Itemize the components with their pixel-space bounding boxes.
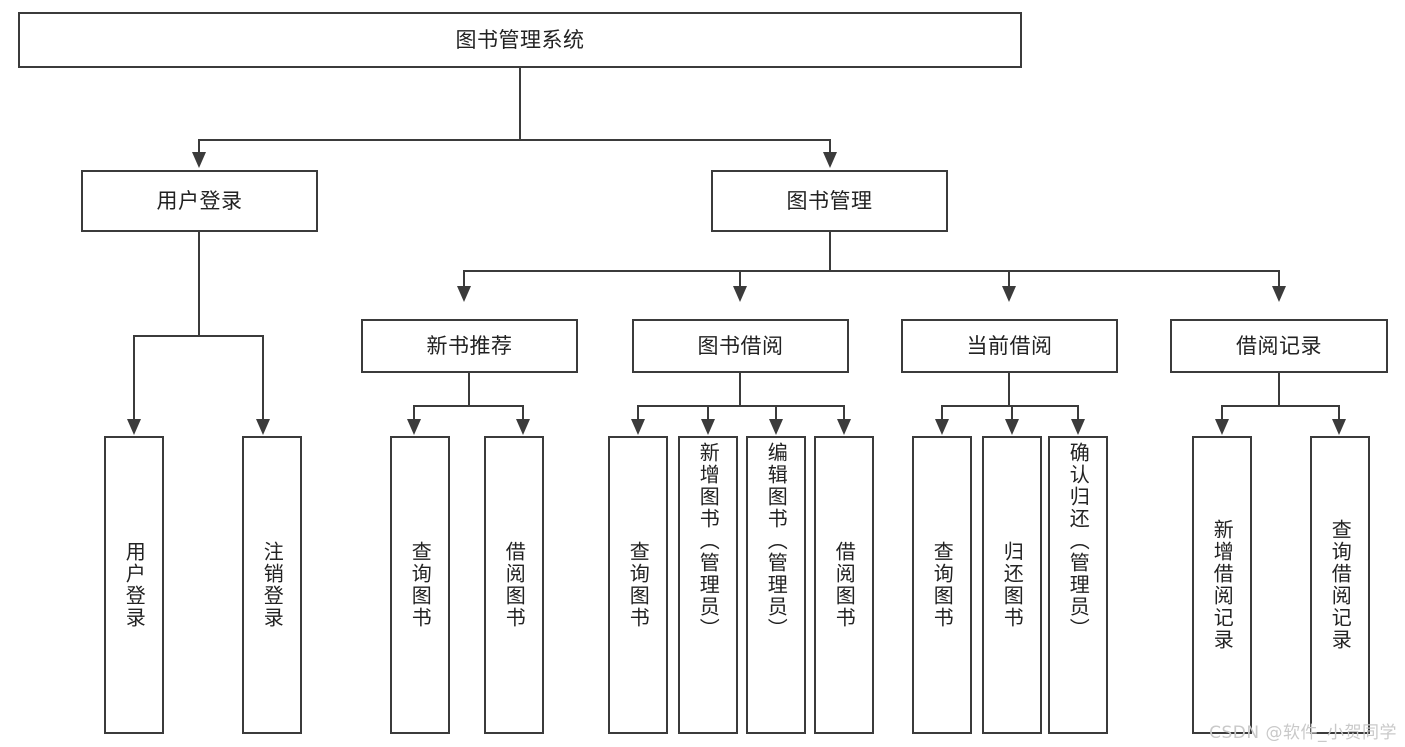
node-book-borrow[interactable]: 图书借阅 [632,319,849,373]
arrow-to-leaf-borrow-book-1 [516,419,530,435]
leaf-query-book-current-label: 查询图书 [930,541,955,629]
connector-borrow-record-stem [1278,373,1280,406]
connector-level2-drop-2 [829,139,831,154]
leaf-return-book[interactable]: 归还图书 [982,436,1042,734]
node-current-borrow-label: 当前借阅 [966,333,1053,358]
connector-book-borrow-drop-2 [707,405,709,421]
leaf-query-book-recommend[interactable]: 查询图书 [390,436,450,734]
node-new-book-recommend-label: 新书推荐 [426,333,513,358]
leaf-edit-book-label: 编辑图书（管理员） [764,442,789,640]
node-book-borrow-label: 图书借阅 [697,333,784,358]
leaf-query-borrow-record-label: 查询借阅记录 [1328,519,1353,651]
connector-root-stem [519,68,521,140]
node-new-book-recommend[interactable]: 新书推荐 [361,319,578,373]
connector-book-borrow-drop-1 [637,405,639,421]
connector-book-borrow-drop-3 [775,405,777,421]
connector-user-login-stem [198,232,200,336]
leaf-user-login-label: 用户登录 [122,541,147,629]
connector-current-borrow-drop-1 [941,405,943,421]
leaf-add-book-label: 新增图书（管理员） [696,442,721,640]
leaf-query-book-borrow-label: 查询图书 [626,541,651,629]
arrow-to-leaf-query-book-1 [407,419,421,435]
leaf-add-borrow-record-label: 新增借阅记录 [1210,519,1235,651]
node-borrow-record-label: 借阅记录 [1236,333,1322,358]
connector-book-manage-stem [829,232,831,272]
arrow-to-leaf-add-record [1215,419,1229,435]
connector-level3-drop-3 [1008,270,1010,288]
leaf-borrow-book-recommend-label: 借阅图书 [502,541,527,629]
connector-new-book-stem [468,373,470,406]
arrow-to-leaf-query-record [1332,419,1346,435]
node-user-login[interactable]: 用户登录 [81,170,318,232]
connector-new-book-drop-2 [522,405,524,421]
arrow-to-borrow-record [1272,286,1286,302]
connector-current-borrow-drop-2 [1011,405,1013,421]
connector-level3-drop-1 [463,270,465,288]
leaf-borrow-book[interactable]: 借阅图书 [814,436,874,734]
connector-current-borrow-drop-3 [1077,405,1079,421]
connector-borrow-record-bus [1221,405,1340,407]
connector-level3-drop-4 [1278,270,1280,288]
leaf-add-borrow-record[interactable]: 新增借阅记录 [1192,436,1252,734]
arrow-to-leaf-borrow-book-2 [837,419,851,435]
leaf-query-book-recommend-label: 查询图书 [408,541,433,629]
arrow-to-leaf-query-book-3 [935,419,949,435]
connector-book-borrow-drop-4 [843,405,845,421]
connector-user-login-drop-1 [133,335,135,421]
leaf-confirm-return-label: 确认归还（管理员） [1066,442,1091,640]
node-book-manage[interactable]: 图书管理 [711,170,948,232]
arrow-to-user-login [192,152,206,168]
leaf-user-login[interactable]: 用户登录 [104,436,164,734]
leaf-edit-book[interactable]: 编辑图书（管理员） [746,436,806,734]
arrow-to-new-book-recommend [457,286,471,302]
leaf-borrow-book-recommend[interactable]: 借阅图书 [484,436,544,734]
arrow-to-leaf-confirm-return [1071,419,1085,435]
arrow-to-leaf-logout [256,419,270,435]
arrow-to-book-manage [823,152,837,168]
connector-level3-drop-2 [739,270,741,288]
arrow-to-leaf-user-login [127,419,141,435]
leaf-query-book-current[interactable]: 查询图书 [912,436,972,734]
connector-user-login-bus [133,335,264,337]
connector-level3-bus [463,270,1280,272]
leaf-query-book-borrow[interactable]: 查询图书 [608,436,668,734]
connector-level2-bus [198,139,831,141]
node-user-login-label: 用户登录 [156,188,243,213]
node-borrow-record[interactable]: 借阅记录 [1170,319,1388,373]
connector-user-login-drop-2 [262,335,264,421]
connector-level2-drop-1 [198,139,200,154]
leaf-return-book-label: 归还图书 [1000,541,1025,629]
node-root[interactable]: 图书管理系统 [18,12,1022,68]
arrow-to-leaf-add-book [701,419,715,435]
connector-current-borrow-bus [941,405,1079,407]
arrow-to-book-borrow [733,286,747,302]
leaf-add-book[interactable]: 新增图书（管理员） [678,436,738,734]
connector-borrow-record-drop-1 [1221,405,1223,421]
connector-book-borrow-bus [637,405,845,407]
leaf-logout-label: 注销登录 [260,541,285,629]
node-root-label: 图书管理系统 [455,27,585,52]
connector-book-borrow-stem [739,373,741,406]
connector-borrow-record-drop-2 [1338,405,1340,421]
node-current-borrow[interactable]: 当前借阅 [901,319,1118,373]
connector-current-borrow-stem [1008,373,1010,406]
connector-new-book-drop-1 [413,405,415,421]
arrow-to-leaf-return-book [1005,419,1019,435]
connector-new-book-bus [413,405,524,407]
arrow-to-current-borrow [1002,286,1016,302]
leaf-query-borrow-record[interactable]: 查询借阅记录 [1310,436,1370,734]
leaf-logout[interactable]: 注销登录 [242,436,302,734]
arrow-to-leaf-query-book-2 [631,419,645,435]
leaf-borrow-book-label: 借阅图书 [832,541,857,629]
node-book-manage-label: 图书管理 [786,188,873,213]
leaf-confirm-return[interactable]: 确认归还（管理员） [1048,436,1108,734]
arrow-to-leaf-edit-book [769,419,783,435]
